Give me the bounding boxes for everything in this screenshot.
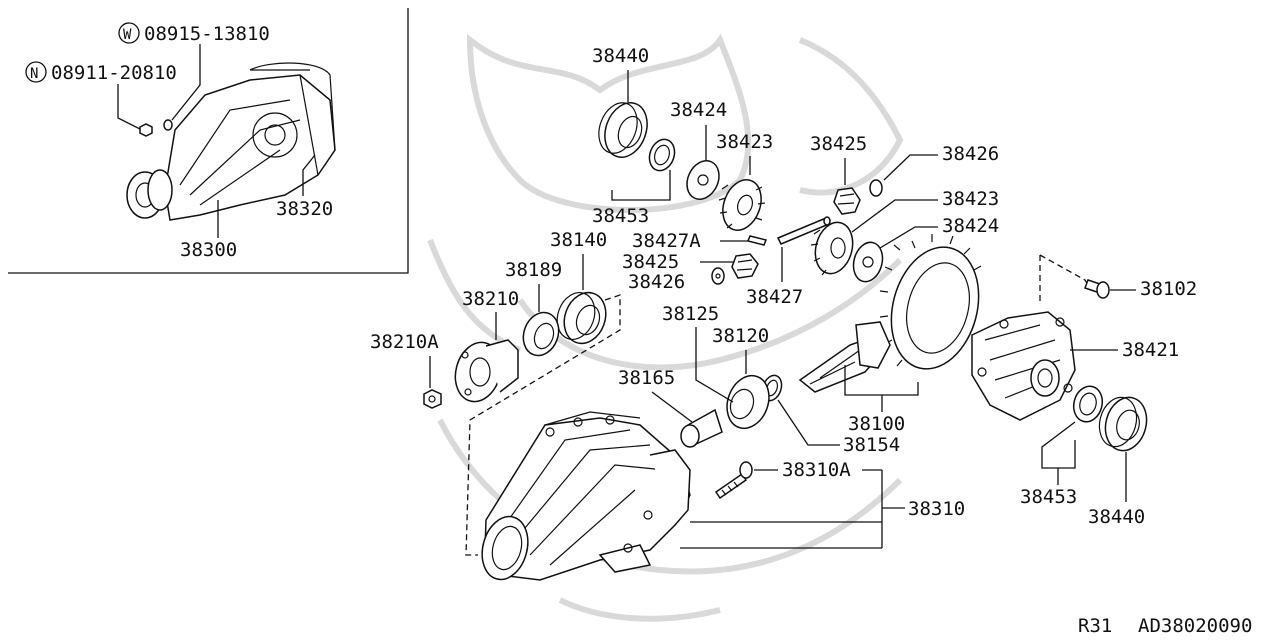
- label-38102: 38102: [1140, 278, 1197, 300]
- inset-border: [8, 8, 409, 274]
- part-38427-shaft: 38427: [746, 216, 831, 308]
- part-38426-mid: 38426: [628, 267, 725, 293]
- part-38165-spacer: 38165: [618, 367, 723, 448]
- label-38120: 38120: [712, 325, 769, 347]
- w-marker-letter: W: [123, 27, 132, 43]
- part-38440-bottom: 38440: [1088, 396, 1148, 528]
- label-38320: 38320: [276, 198, 333, 220]
- washer-icon: [163, 119, 173, 131]
- n-marker-letter: N: [30, 66, 38, 82]
- label-38425-top: 38425: [810, 133, 867, 155]
- footer-model: R31: [1078, 615, 1112, 637]
- assembled-housing-drawing: [126, 62, 336, 221]
- label-38165: 38165: [618, 367, 675, 389]
- label-38426-mid: 38426: [628, 271, 685, 293]
- part-38120-bearing: 38120: [712, 325, 770, 430]
- n-marker-icon: [25, 61, 47, 83]
- part-38453-top: 38453: [592, 138, 676, 227]
- label-38425-mid: 38425: [622, 251, 679, 273]
- part-38424-top: 38424: [670, 99, 727, 200]
- diagram-footer: R31 AD38020090: [1078, 615, 1252, 637]
- label-38426-right: 38426: [942, 143, 999, 165]
- part-38210a-nut: 38210A: [370, 331, 442, 409]
- label-38440-top: 38440: [592, 45, 649, 67]
- label-38100: 38100: [848, 413, 905, 435]
- label-38310: 38310: [908, 498, 965, 520]
- part-38423-right: 38423: [810, 188, 999, 276]
- label-38440-bottom: 38440: [1088, 506, 1145, 528]
- inset-panel: W 08915-13810 N 08911-20810 38320 38300: [8, 8, 409, 274]
- label-38423-top: 38423: [716, 131, 773, 153]
- label-38210a: 38210A: [370, 331, 439, 353]
- w-marker-icon: [118, 22, 140, 44]
- label-38453-bottom: 38453: [1020, 486, 1077, 508]
- label-38154: 38154: [843, 434, 900, 456]
- watermark-emblem: [427, 33, 904, 622]
- part-38424-right: 38424: [852, 215, 999, 283]
- part-38310-housing: 38310: [481, 411, 965, 581]
- part-38100-gear-set: 38100: [798, 234, 982, 435]
- part-38426-right: 38426: [869, 143, 999, 197]
- label-38423-right: 38423: [942, 188, 999, 210]
- label-38427a: 38427A: [632, 230, 701, 252]
- part-38189-bearing: 38189: [505, 259, 562, 357]
- label-38424-right: 38424: [942, 215, 999, 237]
- part-38140-seal: 38140: [550, 229, 607, 345]
- part-38102-bolt: 38102: [1084, 278, 1197, 300]
- part-38125: 38125: [662, 303, 734, 403]
- part-number-08915-13810: 08915-13810: [144, 23, 270, 45]
- label-38140: 38140: [550, 229, 607, 251]
- part-number-08911-20810: 08911-20810: [51, 62, 177, 84]
- footer-diagram-code: AD38020090: [1138, 615, 1252, 637]
- nut-icon: [139, 123, 153, 137]
- part-38423-top: 38423: [716, 131, 773, 231]
- part-38425-top: 38425: [810, 133, 867, 215]
- part-38421-case: 38421: [971, 311, 1179, 421]
- label-38300: 38300: [180, 239, 237, 261]
- part-38425-mid: 38425: [622, 251, 759, 279]
- part-38440-top: 38440: [592, 45, 649, 158]
- part-38310a-stud: 38310A: [714, 459, 882, 500]
- label-38189: 38189: [505, 259, 562, 281]
- part-38453-bottom: 38453: [1020, 385, 1104, 508]
- label-38310a: 38310A: [782, 459, 851, 481]
- label-38125: 38125: [662, 303, 719, 325]
- label-38210: 38210: [462, 288, 519, 310]
- label-38453-top: 38453: [592, 205, 649, 227]
- label-38424-top: 38424: [670, 99, 727, 121]
- label-38421: 38421: [1122, 339, 1179, 361]
- callout-w-08915-13810: W 08915-13810: [118, 22, 270, 131]
- label-38427: 38427: [746, 286, 803, 308]
- part-38210-flange: 38210: [454, 288, 519, 403]
- callout-n-08911-20810: N 08911-20810: [25, 61, 177, 137]
- part-38427a-pin: 38427A: [632, 230, 768, 252]
